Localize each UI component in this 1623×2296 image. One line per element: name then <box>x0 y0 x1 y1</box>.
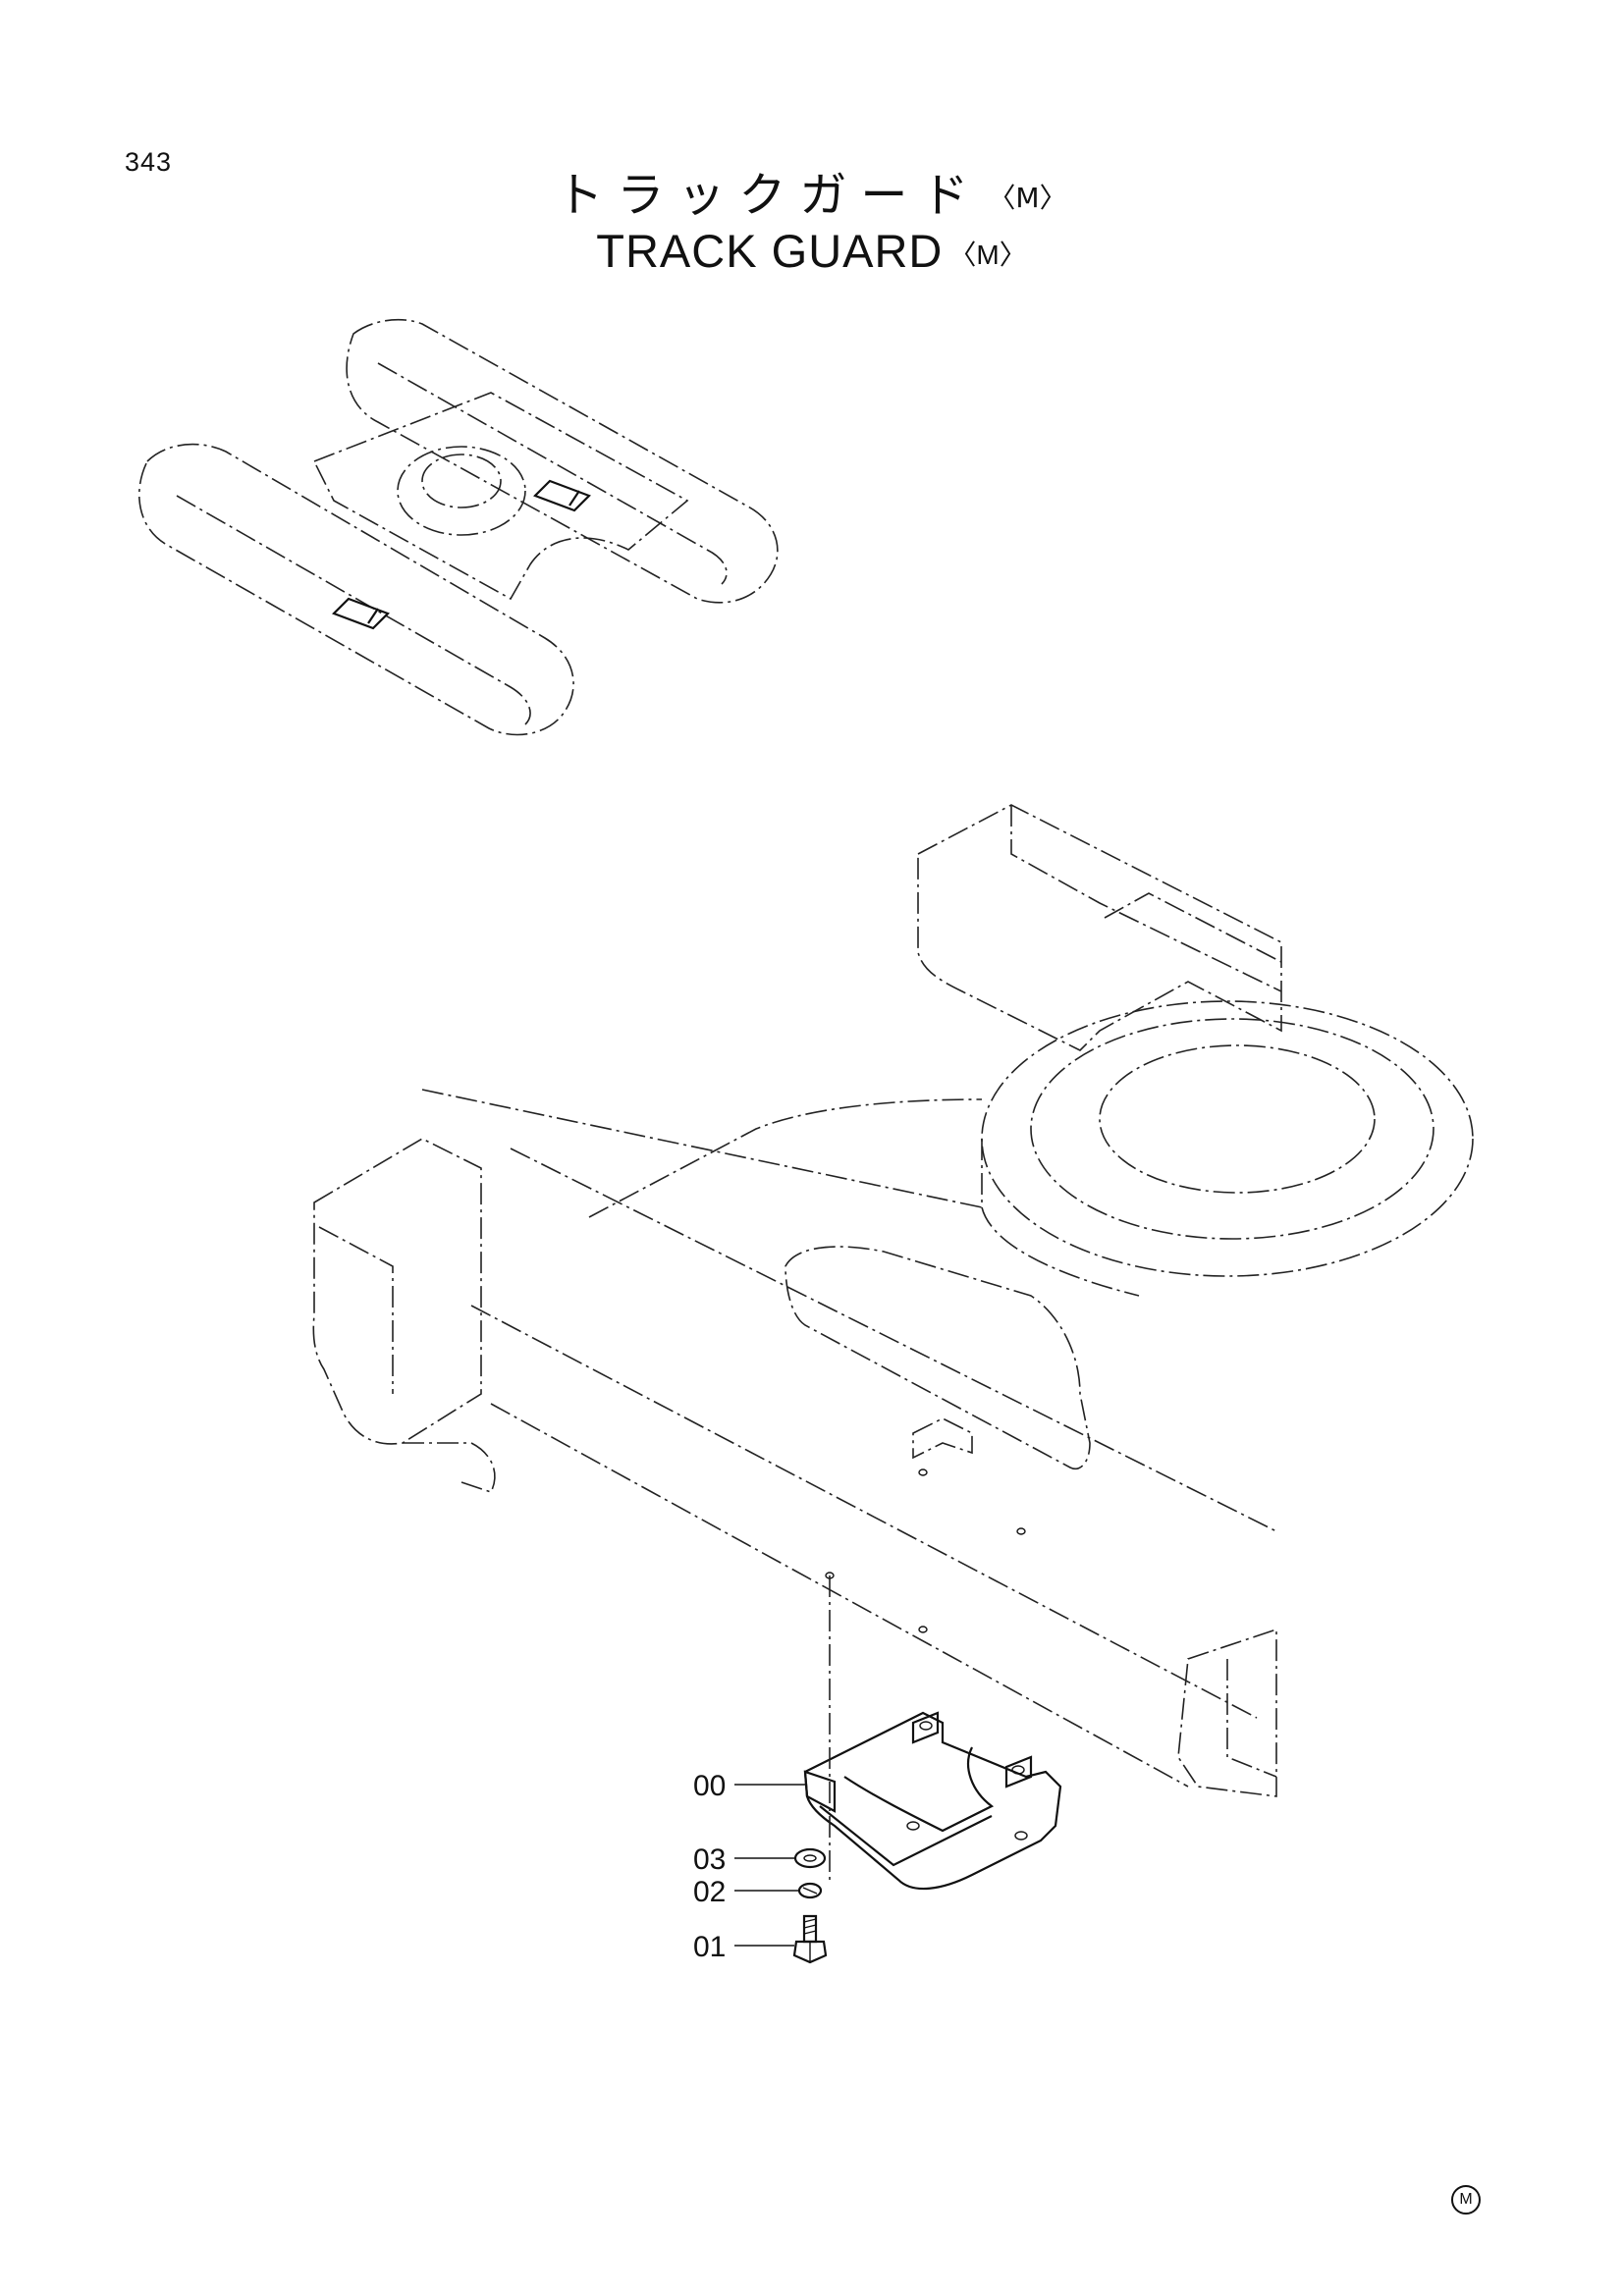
track-guard-hole-left <box>919 1721 933 1731</box>
track-guard-hole-back <box>1014 1831 1028 1841</box>
frame-swing-middle <box>1030 1018 1434 1240</box>
corner-mark: M <box>1451 2185 1481 2215</box>
overview-rear-crawler-inner <box>377 362 728 585</box>
frame-beam-top2 <box>510 1148 1277 1532</box>
title-english-text: TRACK GUARD <box>596 225 944 278</box>
frame-beam-bottom <box>490 1403 1189 1788</box>
track-guard-outer <box>803 1711 1062 1891</box>
callout-00: 00 <box>693 1770 726 1802</box>
main-track-frame <box>312 804 1474 1797</box>
title-english-suffix: 〈M〉 <box>948 239 1027 270</box>
bolt-hole-1 <box>918 1468 928 1476</box>
frame-center-lug <box>912 1417 973 1460</box>
bolt-hole-2 <box>1016 1527 1026 1535</box>
track-guard-lip <box>819 1805 993 1867</box>
overview-front-crawler-inner <box>176 495 531 725</box>
track-guard-flange-right <box>1004 1755 1033 1789</box>
frame-rear-end-edge <box>1226 1659 1277 1778</box>
frame-swing-outer <box>981 1000 1474 1277</box>
callout-01: 01 <box>693 1931 726 1963</box>
title-english: TRACK GUARD〈M〉 <box>0 225 1623 278</box>
track-guard-hole-right <box>1011 1765 1025 1775</box>
frame-swing-side <box>981 1139 1140 1297</box>
frame-front-cap-inner <box>318 1226 394 1394</box>
title-japanese-text: トラックガード <box>556 168 983 223</box>
part-bolt-01 <box>792 1914 828 1964</box>
track-guard-side <box>803 1770 837 1813</box>
frame-rear-tower <box>1104 892 1282 963</box>
overview-guard-upper <box>533 479 591 512</box>
bolt-hole-4 <box>918 1626 928 1633</box>
overview-undercarriage <box>138 318 779 736</box>
track-guard-part <box>803 1711 1062 1891</box>
part-washer-03 <box>793 1847 827 1869</box>
frame-rear-end <box>1177 1628 1277 1797</box>
frame-rear-block-edge <box>1010 805 1282 992</box>
overview-center-frame <box>312 392 689 601</box>
frame-center-cutout <box>784 1246 1091 1469</box>
part-spring-washer-02 <box>797 1882 823 1899</box>
track-guard-inner-arch <box>843 1746 995 1833</box>
title-block: トラックガード〈M〉 TRACK GUARD〈M〉 <box>0 168 1623 278</box>
frame-beam-top <box>421 1089 983 1208</box>
frame-center-body <box>588 1098 983 1218</box>
frame-front-cap-ledge <box>403 1442 496 1493</box>
frame-rear-block <box>917 804 1282 1051</box>
page-number: 343 <box>125 147 173 177</box>
overview-swing-outer <box>397 446 526 536</box>
overview-guard-lower <box>332 597 390 630</box>
title-japanese: トラックガード〈M〉 <box>0 168 1623 223</box>
track-guard-flange-left <box>911 1711 940 1744</box>
frame-beam-bottom2 <box>470 1305 1258 1719</box>
overview-rear-crawler <box>346 318 779 604</box>
track-guard-hole-front <box>906 1821 920 1831</box>
frame-front-cap <box>312 1138 482 1445</box>
frame-swing-inner <box>1099 1044 1376 1194</box>
callout-02: 02 <box>693 1876 726 1908</box>
callout-03: 03 <box>693 1843 726 1876</box>
overview-swing-inner <box>421 454 502 508</box>
overview-front-crawler <box>138 443 574 736</box>
title-japanese-suffix: 〈M〉 <box>988 181 1067 214</box>
